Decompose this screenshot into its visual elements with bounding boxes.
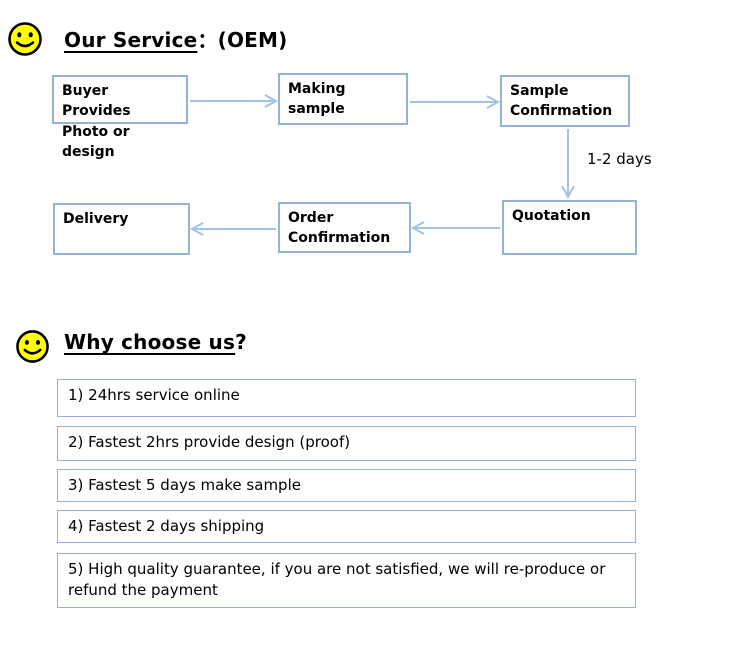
flow-arrow-label-days: 1-2 days: [587, 150, 652, 168]
smiley-icon: [7, 21, 43, 57]
why-section-title: Why choose us?: [64, 330, 247, 354]
service-title-rest: ：(OEM): [197, 28, 288, 52]
arrow-buyer-to-making: [190, 94, 279, 108]
why-item-3: 3) Fastest 5 days make sample: [57, 469, 636, 502]
service-title-underlined: Our Service: [64, 28, 198, 52]
flow-box-sample-confirmation: Sample Confirmation: [500, 75, 630, 127]
why-item-1: 1) 24hrs service online: [57, 379, 636, 417]
flow-box-delivery: Delivery: [53, 203, 190, 255]
arrow-quotation-to-order: [410, 221, 500, 235]
why-item-5: 5) High quality guarantee, if you are no…: [57, 553, 636, 608]
service-section-title: Our Service：(OEM): [64, 24, 287, 53]
why-title-underlined: Why choose us: [64, 330, 236, 354]
flow-box-quotation: Quotation: [502, 200, 637, 255]
why-item-4: 4) Fastest 2 days shipping: [57, 510, 636, 543]
flow-box-order-confirmation: Order Confirmation: [278, 202, 411, 253]
arrow-sample-to-quotation: [561, 129, 575, 200]
why-item-2: 2) Fastest 2hrs provide design (proof): [57, 426, 636, 461]
flow-box-buyer-provides: Buyer Provides Photo or design: [52, 75, 188, 160]
flow-box-making-sample: Making sample: [278, 73, 408, 125]
why-title-rest: ?: [235, 330, 247, 354]
arrow-making-to-sample: [410, 95, 501, 109]
smiley-icon: [15, 329, 50, 364]
arrow-order-to-delivery: [189, 222, 276, 236]
